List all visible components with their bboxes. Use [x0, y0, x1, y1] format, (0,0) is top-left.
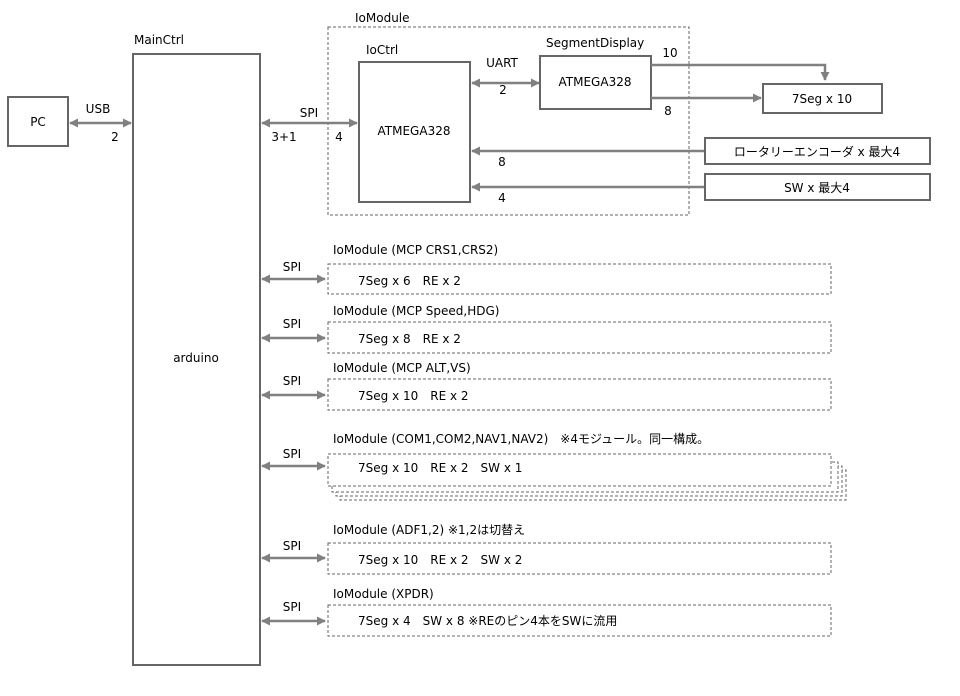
module-com-nav: IoModule (COM1,COM2,NAV1,NAV2) ※4モジュール。同… — [261, 432, 847, 501]
module-box — [327, 604, 832, 637]
module-spi-label: SPI — [283, 317, 301, 331]
ioctrl-chip: ATMEGA328 — [378, 124, 451, 138]
spi-main-count-right: 4 — [335, 130, 343, 144]
ioctrl-box — [358, 61, 471, 203]
segdisp-title: SegmentDisplay — [546, 36, 644, 50]
seg-out-top-count: 10 — [662, 46, 677, 60]
module-content: 7Seg x 6 RE x 2 — [358, 274, 461, 288]
sw-count: 4 — [498, 191, 506, 205]
module-speed-hdg: IoModule (MCP Speed,HDG) 7Seg x 8 RE x 2… — [261, 304, 832, 354]
seg-box — [762, 83, 883, 114]
seg-out-bottom-count: 8 — [664, 104, 672, 118]
iomodule-title: IoModule — [355, 11, 410, 25]
module-crs: IoModule (MCP CRS1,CRS2) 7Seg x 6 RE x 2… — [261, 243, 832, 295]
module-box — [327, 453, 832, 487]
module-spi-label: SPI — [283, 539, 301, 553]
mainctrl-title: MainCtrl — [134, 33, 184, 47]
re-count: 8 — [498, 155, 506, 169]
module-title: IoModule (ADF1,2) ※1,2は切替え — [333, 523, 525, 537]
mainctrl-body: arduino — [173, 351, 219, 365]
module-spi-label: SPI — [283, 600, 301, 614]
ioctrl-title: IoCtrl — [366, 43, 398, 57]
re-box-label: ロータリーエンコーダ x 最大4 — [734, 144, 900, 159]
iomodule-container — [327, 26, 690, 216]
module-xpdr: IoModule (XPDR) 7Seg x 4 SW x 8 ※REのピン4本… — [261, 587, 832, 637]
module-spi-label: SPI — [283, 374, 301, 388]
pc-label: PC — [30, 115, 46, 129]
uart-label: UART — [486, 56, 518, 70]
module-title: IoModule (COM1,COM2,NAV1,NAV2) ※4モジュール。同… — [333, 432, 709, 446]
module-content: 7Seg x 4 SW x 8 ※REのピン4本をSWに流用 — [358, 614, 617, 628]
sw-box-label: SW x 最大4 — [784, 181, 850, 195]
module-content: 7Seg x 10 RE x 2 — [358, 389, 469, 403]
mainctrl-box — [132, 53, 261, 666]
pc-box — [7, 96, 69, 147]
module-alt-vs: IoModule (MCP ALT,VS) 7Seg x 10 RE x 2 S… — [261, 361, 832, 411]
segdisp-chip: ATMEGA328 — [559, 75, 632, 89]
module-box — [327, 378, 832, 411]
sw-box — [704, 173, 931, 201]
module-box — [327, 263, 832, 295]
module-box — [327, 321, 832, 354]
module-box — [327, 542, 832, 575]
module-title: IoModule (MCP ALT,VS) — [333, 361, 471, 375]
module-spi-label: SPI — [283, 447, 301, 461]
usb-label: USB — [86, 102, 111, 116]
uart-count: 2 — [499, 83, 507, 97]
module-adf: IoModule (ADF1,2) ※1,2は切替え 7Seg x 10 RE … — [261, 523, 832, 575]
spi-main-count-left: 3+1 — [271, 130, 296, 144]
seg-out-top-arrow — [651, 63, 830, 81]
module-content: 7Seg x 10 RE x 2 SW x 1 — [358, 461, 522, 475]
spi-main-label: SPI — [300, 106, 318, 120]
module-spi-label: SPI — [283, 260, 301, 274]
module-title: IoModule (XPDR) — [333, 587, 434, 601]
seg-box-label: 7Seg x 10 — [792, 92, 852, 106]
module-title: IoModule (MCP Speed,HDG) — [333, 304, 499, 318]
segdisp-box — [539, 55, 652, 110]
module-content: 7Seg x 8 RE x 2 — [358, 332, 461, 346]
usb-count: 2 — [111, 130, 119, 144]
module-content: 7Seg x 10 RE x 2 SW x 2 — [358, 553, 522, 567]
re-box — [704, 137, 931, 165]
module-title: IoModule (MCP CRS1,CRS2) — [333, 243, 498, 257]
